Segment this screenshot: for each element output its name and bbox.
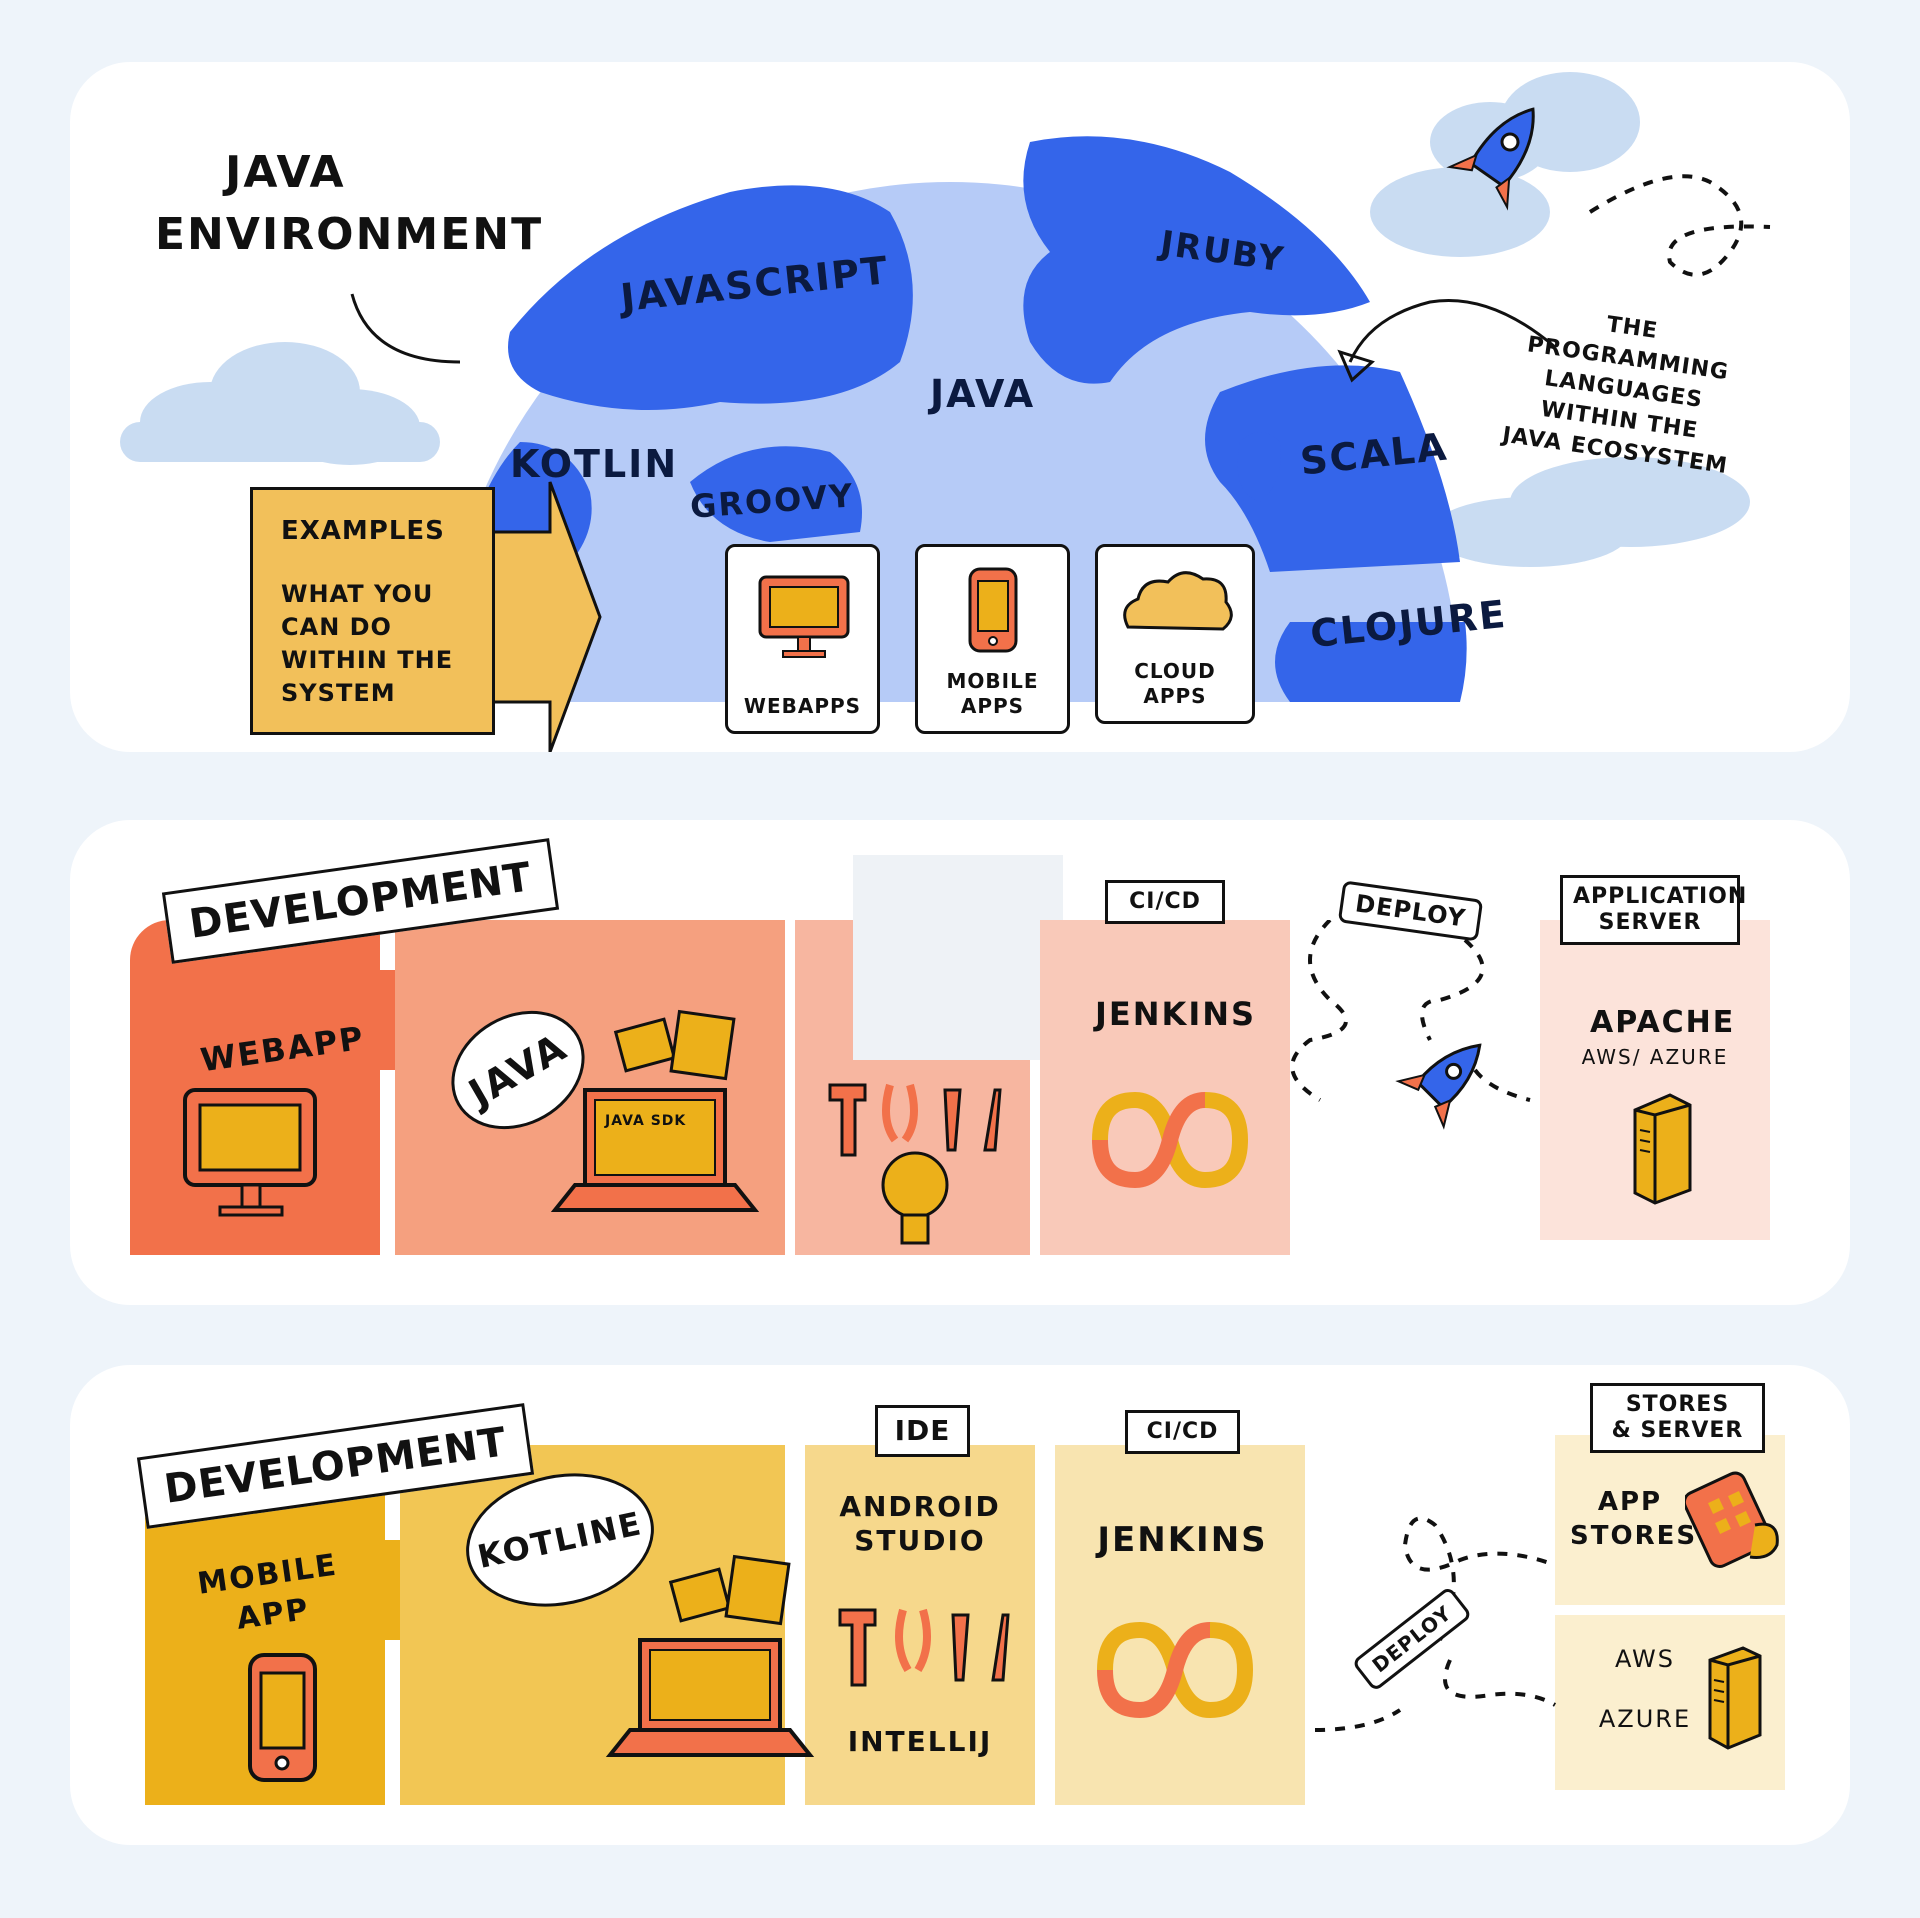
server-tag-line: APPLICATION [1573, 884, 1748, 909]
examples-line: WHAT YOU [281, 580, 434, 608]
laptop-icon [605, 1554, 815, 1757]
title-line-2: ENVIRONMENT [155, 209, 544, 260]
cicd-tag: CI/CD [1105, 880, 1225, 924]
webapp-flow-panel: DEVELOPMENT WEBAPP JAVA JAVA SDK CI/CD J… [70, 820, 1850, 1305]
ecosystem-note: THE PROGRAMMING LANGUAGES WITHIN THE JAV… [1500, 297, 1747, 482]
server-hosts: AWS/ AZURE [1581, 1045, 1729, 1069]
webapp-cicd-block [1040, 920, 1290, 1255]
rocket-icon [1395, 1043, 1482, 1130]
server-icon [1708, 1646, 1762, 1750]
cloud-icon-left [120, 342, 440, 465]
blank-ide-tag [853, 855, 1063, 1060]
stores-server-tag: STORES & SERVER [1590, 1383, 1765, 1453]
host-aws: AWS [1614, 1645, 1676, 1673]
cicd-tool-label: JENKINS [1097, 1520, 1268, 1560]
ide-tool2-label: INTELLIJ [847, 1725, 993, 1758]
deploy-path [1290, 920, 1531, 1130]
examples-box: EXAMPLES WHAT YOU CAN DO WITHIN THE SYST… [250, 487, 495, 735]
examples-text: WHAT YOU CAN DO WITHIN THE SYSTEM [281, 578, 453, 710]
title-line-1: JAVA [225, 147, 346, 198]
server-tag-line: SERVER [1598, 910, 1702, 935]
app-card-cloud-apps: CLOUD APPS [1095, 544, 1255, 724]
ide-tool-label: ANDROID STUDIO [830, 1490, 1010, 1558]
infinity-loop-icon [1097, 1621, 1254, 1719]
app-card-mobile-apps: MOBILE APPS [915, 544, 1070, 734]
language-kotlin: KOTLIN [510, 442, 679, 486]
mobile-cicd-block [1055, 1445, 1305, 1805]
app-stores-line: APP [1597, 1487, 1663, 1517]
app-label: CLOUD APPS [1134, 659, 1216, 708]
server-name: APACHE [1590, 1005, 1736, 1040]
examples-line: WITHIN THE [281, 646, 454, 674]
app-label: MOBILE APPS [946, 669, 1039, 718]
monitor-icon [758, 575, 850, 658]
stores-tag-line: STORES [1625, 1392, 1730, 1417]
cicd-tag: CI/CD [1125, 1410, 1240, 1454]
cicd-tool-label: JENKINS [1095, 995, 1257, 1033]
examples-line: CAN DO [281, 613, 392, 641]
ide-tool-line: ANDROID [839, 1490, 1001, 1523]
java-environment-panel: JAVA ENVIRONMENT JAVASCRIPT JRUBY JAVA K… [70, 62, 1850, 752]
mobile-flow-panel: DEVELOPMENT MOBILE APP KOTLINE IDE ANDRO… [70, 1365, 1850, 1845]
deploy-path [1314, 1516, 1557, 1732]
examples-line: SYSTEM [281, 679, 396, 707]
tools-icon [828, 1083, 1002, 1245]
cloud-icon [1123, 571, 1233, 631]
phone-icon [248, 1653, 317, 1782]
app-stores-label: APP STORES [1570, 1485, 1698, 1553]
phone-icon [968, 567, 1018, 653]
app-stores-line: STORES [1570, 1521, 1698, 1551]
stores-tag-line: & SERVER [1611, 1418, 1744, 1443]
server-icon [1633, 1093, 1692, 1205]
tools-icon [838, 1608, 1010, 1687]
rocket-icon [1446, 107, 1535, 211]
monitor-icon [183, 1088, 317, 1217]
host-azure: AZURE [1598, 1705, 1692, 1733]
app-card-webapps: WEBAPPS [725, 544, 880, 734]
examples-title: EXAMPLES [281, 516, 445, 546]
language-java: JAVA [930, 372, 1036, 416]
ide-tool-line: STUDIO [854, 1524, 986, 1557]
app-label: WEBAPPS [743, 694, 862, 718]
application-server-tag: APPLICATION SERVER [1560, 875, 1748, 945]
page-title: JAVA ENVIRONMENT [155, 142, 543, 266]
laptop-label: JAVA SDK [605, 1113, 687, 1129]
cloud-icon-right [1370, 72, 1750, 567]
laptop-icon [550, 1009, 760, 1212]
ide-tag: IDE [875, 1405, 970, 1457]
tablet-app-icon [1685, 1471, 1779, 1568]
infinity-loop-icon [1092, 1091, 1249, 1189]
